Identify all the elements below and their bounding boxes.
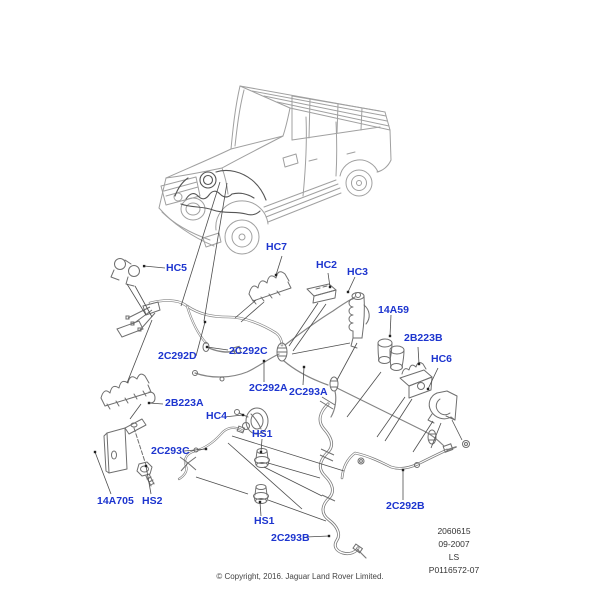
part-drawing-hc7	[248, 271, 292, 305]
pipe-fittings	[116, 301, 470, 554]
callout-2b223b[interactable]: 2B223B	[404, 332, 443, 344]
callout-14a59[interactable]: 14A59	[378, 304, 409, 316]
leader-dots	[93, 264, 430, 538]
callout-2c292c[interactable]: 2C292C	[229, 345, 268, 357]
plate-drawing-number: P0116572-07	[428, 565, 480, 575]
plate-date: 09-2007	[438, 539, 470, 549]
callout-14a705[interactable]: 14A705	[97, 495, 134, 507]
leader-lines	[94, 181, 463, 538]
part-drawing-hc6	[427, 390, 458, 424]
callout-hc4[interactable]: HC4	[206, 410, 228, 422]
callout-hs1-upper[interactable]: HS1	[252, 428, 273, 440]
callout-2c292a[interactable]: 2C292A	[249, 382, 288, 394]
callout-2c293b[interactable]: 2C293B	[271, 532, 310, 544]
callout-hc2[interactable]: HC2	[316, 259, 338, 271]
part-drawings	[100, 258, 458, 504]
part-drawing-2b223a	[100, 373, 156, 410]
callout-hc5[interactable]: HC5	[166, 262, 188, 274]
part-drawing-hs1-lower	[253, 484, 269, 504]
part-drawing-hc5	[110, 258, 140, 287]
callout-2b223a[interactable]: 2B223A	[165, 397, 204, 409]
vehicle-illustration	[158, 85, 392, 255]
part-drawing-14a59	[377, 338, 405, 371]
copyright-notice: © Copyright, 2016. Jaguar Land Rover Lim…	[216, 572, 384, 581]
engine-bay-pipes	[174, 169, 267, 216]
callout-2c292d[interactable]: 2C292D	[158, 350, 197, 362]
callout-2c293c[interactable]: 2C293C	[151, 445, 190, 457]
callout-2c292b[interactable]: 2C292B	[386, 500, 425, 512]
plate-code: LS	[448, 552, 460, 562]
part-drawing-hc4	[234, 407, 269, 435]
part-drawing-2b223b	[399, 362, 433, 399]
pipe-assemblies	[148, 292, 457, 559]
callout-hc3[interactable]: HC3	[347, 266, 369, 278]
part-drawing-hc2	[306, 283, 337, 304]
callout-hs1-lower[interactable]: HS1	[254, 515, 275, 527]
drawing-plate: 2060615 09-2007 LS P0116572-07	[408, 525, 500, 577]
part-drawing-hc3	[348, 292, 370, 349]
part-drawing-hs1-upper	[254, 448, 270, 468]
part-drawing-14a705	[103, 418, 147, 474]
callout-2c293a[interactable]: 2C293A	[289, 386, 328, 398]
callout-hc6[interactable]: HC6	[431, 353, 453, 365]
callout-hs2[interactable]: HS2	[142, 495, 163, 507]
plate-catalog-number: 2060615	[437, 526, 471, 536]
callout-hc7[interactable]: HC7	[266, 241, 288, 253]
